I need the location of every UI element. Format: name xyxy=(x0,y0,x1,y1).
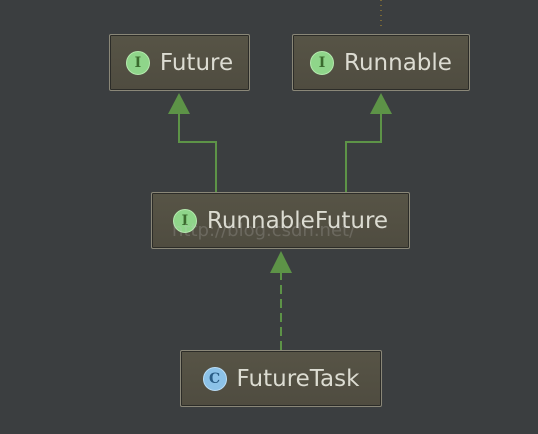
node-future[interactable]: I Future xyxy=(109,34,250,91)
arrowhead-future xyxy=(168,93,190,114)
node-label: RunnableFuture xyxy=(206,207,389,234)
node-label: Future xyxy=(159,49,234,76)
node-runnablefuture[interactable]: I RunnableFuture xyxy=(151,192,410,249)
interface-icon: I xyxy=(172,208,197,233)
interface-icon: I xyxy=(125,50,150,75)
node-runnable[interactable]: I Runnable xyxy=(292,34,470,91)
edge-runnablefuture-future xyxy=(178,114,217,192)
node-label: Runnable xyxy=(344,49,452,76)
arrowhead-runnable xyxy=(370,93,392,114)
node-futuretask[interactable]: C FutureTask xyxy=(180,350,382,407)
class-icon: C xyxy=(202,366,227,391)
arrowhead-runnablefuture xyxy=(270,251,292,273)
interface-icon: I xyxy=(310,50,335,75)
node-label: FutureTask xyxy=(236,365,360,392)
edge-runnablefuture-runnable xyxy=(345,114,382,192)
